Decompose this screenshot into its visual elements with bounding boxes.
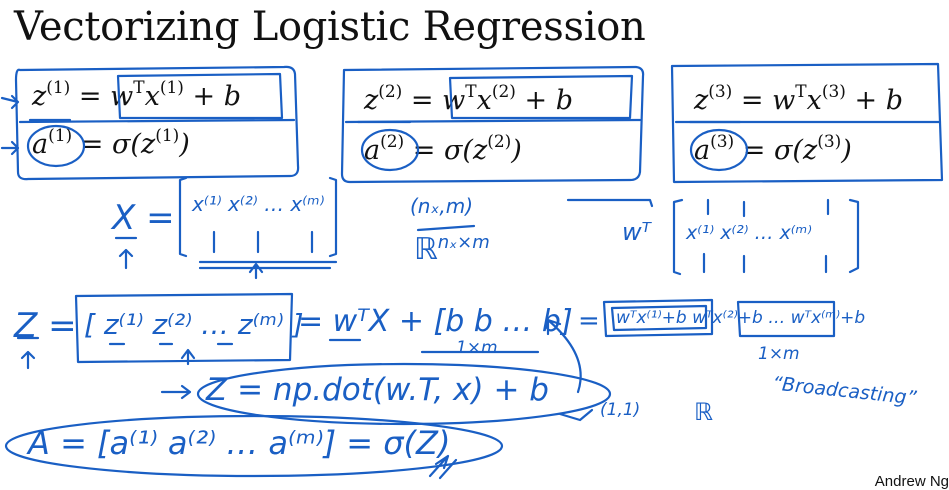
z-equals-wtx-plus-b: = wᵀX + [b b … b] — [298, 304, 573, 339]
dims-1xm-b: 1×m — [758, 344, 800, 364]
real-space-symbol: ℝnₓ×m — [414, 232, 490, 267]
dims-label: (nₓ,m) — [410, 194, 473, 218]
a-line: A = [a⁽¹⁾ a⁽²⁾ … a⁽ᵐ⁾] = σ(Z) — [28, 424, 451, 462]
equation-z3: z(3) = wTx(3) + b — [694, 82, 903, 116]
equation-z2: z(2) = wTx(2) + b — [364, 82, 573, 116]
eq-box-3 — [670, 62, 944, 184]
eq-box-1-divider — [18, 118, 296, 124]
real-symbol: ℝ — [694, 398, 714, 426]
wt-label: wᵀ — [622, 218, 651, 246]
equation-a3: a(3) = σ(z(3)) — [694, 132, 852, 166]
z-label: Z = — [14, 306, 77, 346]
eq-box-1-inner — [116, 72, 284, 120]
author-footer: Andrew Ng — [874, 473, 949, 490]
eq-box-2 — [340, 65, 645, 184]
equals-sign: = — [578, 306, 600, 336]
slide-title: Vectorizing Logistic Regression — [14, 4, 646, 50]
equation-a2: a(2) = σ(z(2)) — [364, 132, 522, 166]
wtx-terms: wᵀx⁽¹⁾+b wᵀx⁽²⁾+b … wᵀx⁽ᵐ⁾+b — [616, 308, 866, 328]
dims-1xm-a: 1×m — [456, 338, 498, 358]
equation-z1: z(1) = wTx(1) + b — [32, 78, 241, 112]
scalar-dims: (1,1) — [600, 400, 641, 420]
real-space-dims: nₓ×m — [437, 232, 490, 253]
code-line: Z = np.dot(w.T, x) + b — [206, 372, 549, 408]
wt-matrix-entries: x⁽¹⁾ x⁽²⁾ … x⁽ᵐ⁾ — [686, 222, 812, 244]
equation-a1: a(1) = σ(z(1)) — [32, 126, 190, 160]
eq-box-2-inner — [448, 74, 634, 120]
x-matrix-entries: x⁽¹⁾ x⁽²⁾ … x⁽ᵐ⁾ — [192, 192, 325, 216]
x-matrix-label: X = — [112, 198, 175, 238]
eq-box-1 — [14, 65, 300, 181]
z-row: [ z⁽¹⁾ z⁽²⁾ … z⁽ᵐ⁾ ] — [84, 308, 304, 341]
